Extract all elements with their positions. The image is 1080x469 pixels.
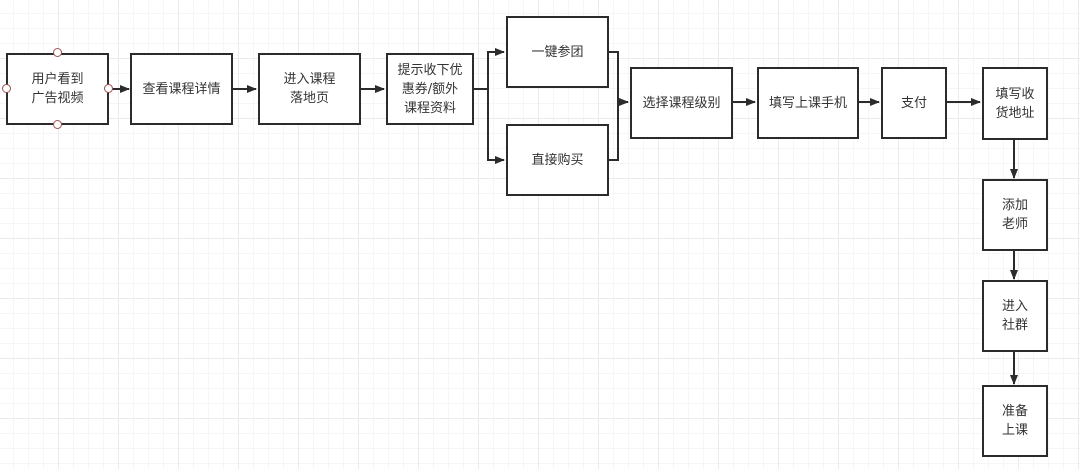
node-watch-ad[interactable]: 用户看到 广告视频 [6, 53, 109, 125]
edge-coupon-prompt-to-direct-buy[interactable] [487, 89, 505, 164]
node-join-community[interactable]: 进入 社群 [982, 280, 1048, 352]
node-add-teacher[interactable]: 添加 老师 [982, 179, 1048, 251]
node-join-community-label: 进入 社群 [1001, 299, 1028, 333]
edge-group-buy-to-select-level[interactable] [609, 51, 629, 106]
node-coupon-prompt[interactable]: 提示收下优 惠券/额外 课程资料 [386, 53, 474, 125]
node-watch-ad-label: 用户看到 广告视频 [31, 72, 84, 106]
node-fill-address-label: 填写收 货地址 [995, 86, 1035, 121]
edge-coupon-prompt-to-group-buy[interactable] [474, 48, 505, 90]
edge-direct-buy-to-select-level[interactable] [609, 102, 619, 161]
node-group-buy-label: 一键参团 [531, 44, 584, 60]
node-landing-page-label: 进入课程 落地页 [283, 72, 336, 106]
node-direct-buy-label: 直接购买 [531, 152, 584, 168]
node-coupon-prompt-label: 提示收下优 惠券/额外 课程资料 [397, 62, 463, 116]
node-group-buy[interactable]: 一键参团 [506, 16, 609, 88]
node-direct-buy[interactable]: 直接购买 [506, 124, 609, 196]
node-landing-page[interactable]: 进入课程 落地页 [258, 53, 361, 125]
node-add-teacher-label: 添加 老师 [1001, 198, 1028, 232]
node-pay-label: 支付 [900, 95, 927, 111]
node-select-level-label: 选择课程级别 [642, 95, 721, 111]
selection-handle-top[interactable] [53, 48, 62, 57]
node-fill-phone[interactable]: 填写上课手机 [757, 67, 859, 139]
node-prepare-class[interactable]: 准备 上课 [982, 385, 1048, 457]
node-view-details-label: 查看课程详情 [142, 81, 221, 97]
node-prepare-class-label: 准备 上课 [1001, 404, 1028, 438]
node-fill-address[interactable]: 填写收 货地址 [982, 67, 1048, 140]
selection-handle-right[interactable] [104, 84, 113, 93]
selection-handle-left[interactable] [2, 84, 11, 93]
selection-handle-bottom[interactable] [53, 120, 62, 129]
node-fill-phone-label: 填写上课手机 [768, 95, 847, 111]
node-pay[interactable]: 支付 [881, 67, 947, 139]
node-select-level[interactable]: 选择课程级别 [630, 67, 733, 139]
node-view-details[interactable]: 查看课程详情 [130, 53, 233, 125]
